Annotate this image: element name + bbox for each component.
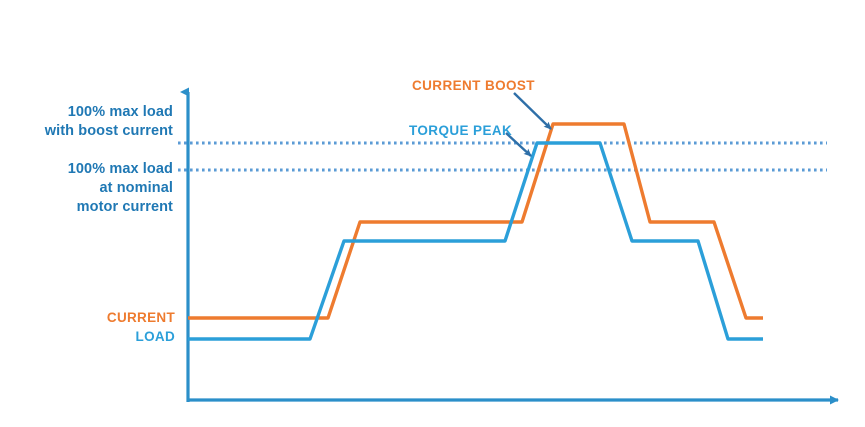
series-label-current: CURRENT — [106, 310, 175, 325]
arrow-current-boost — [513, 92, 552, 130]
arrow-torque-peak — [505, 132, 532, 157]
y-axis-label-max-load-nominal-current: 100% max load at nominal motor current — [67, 161, 173, 215]
annotation-current-boost: CURRENT BOOST — [412, 78, 535, 93]
series-label-load: LOAD — [135, 329, 175, 344]
annotation-torque-peak: TORQUE PEAK — [409, 123, 513, 138]
series-line-load — [188, 141, 763, 341]
series-line-current — [188, 122, 763, 320]
y-axis-label-max-load-boost-current: 100% max load with boost current — [44, 104, 173, 139]
